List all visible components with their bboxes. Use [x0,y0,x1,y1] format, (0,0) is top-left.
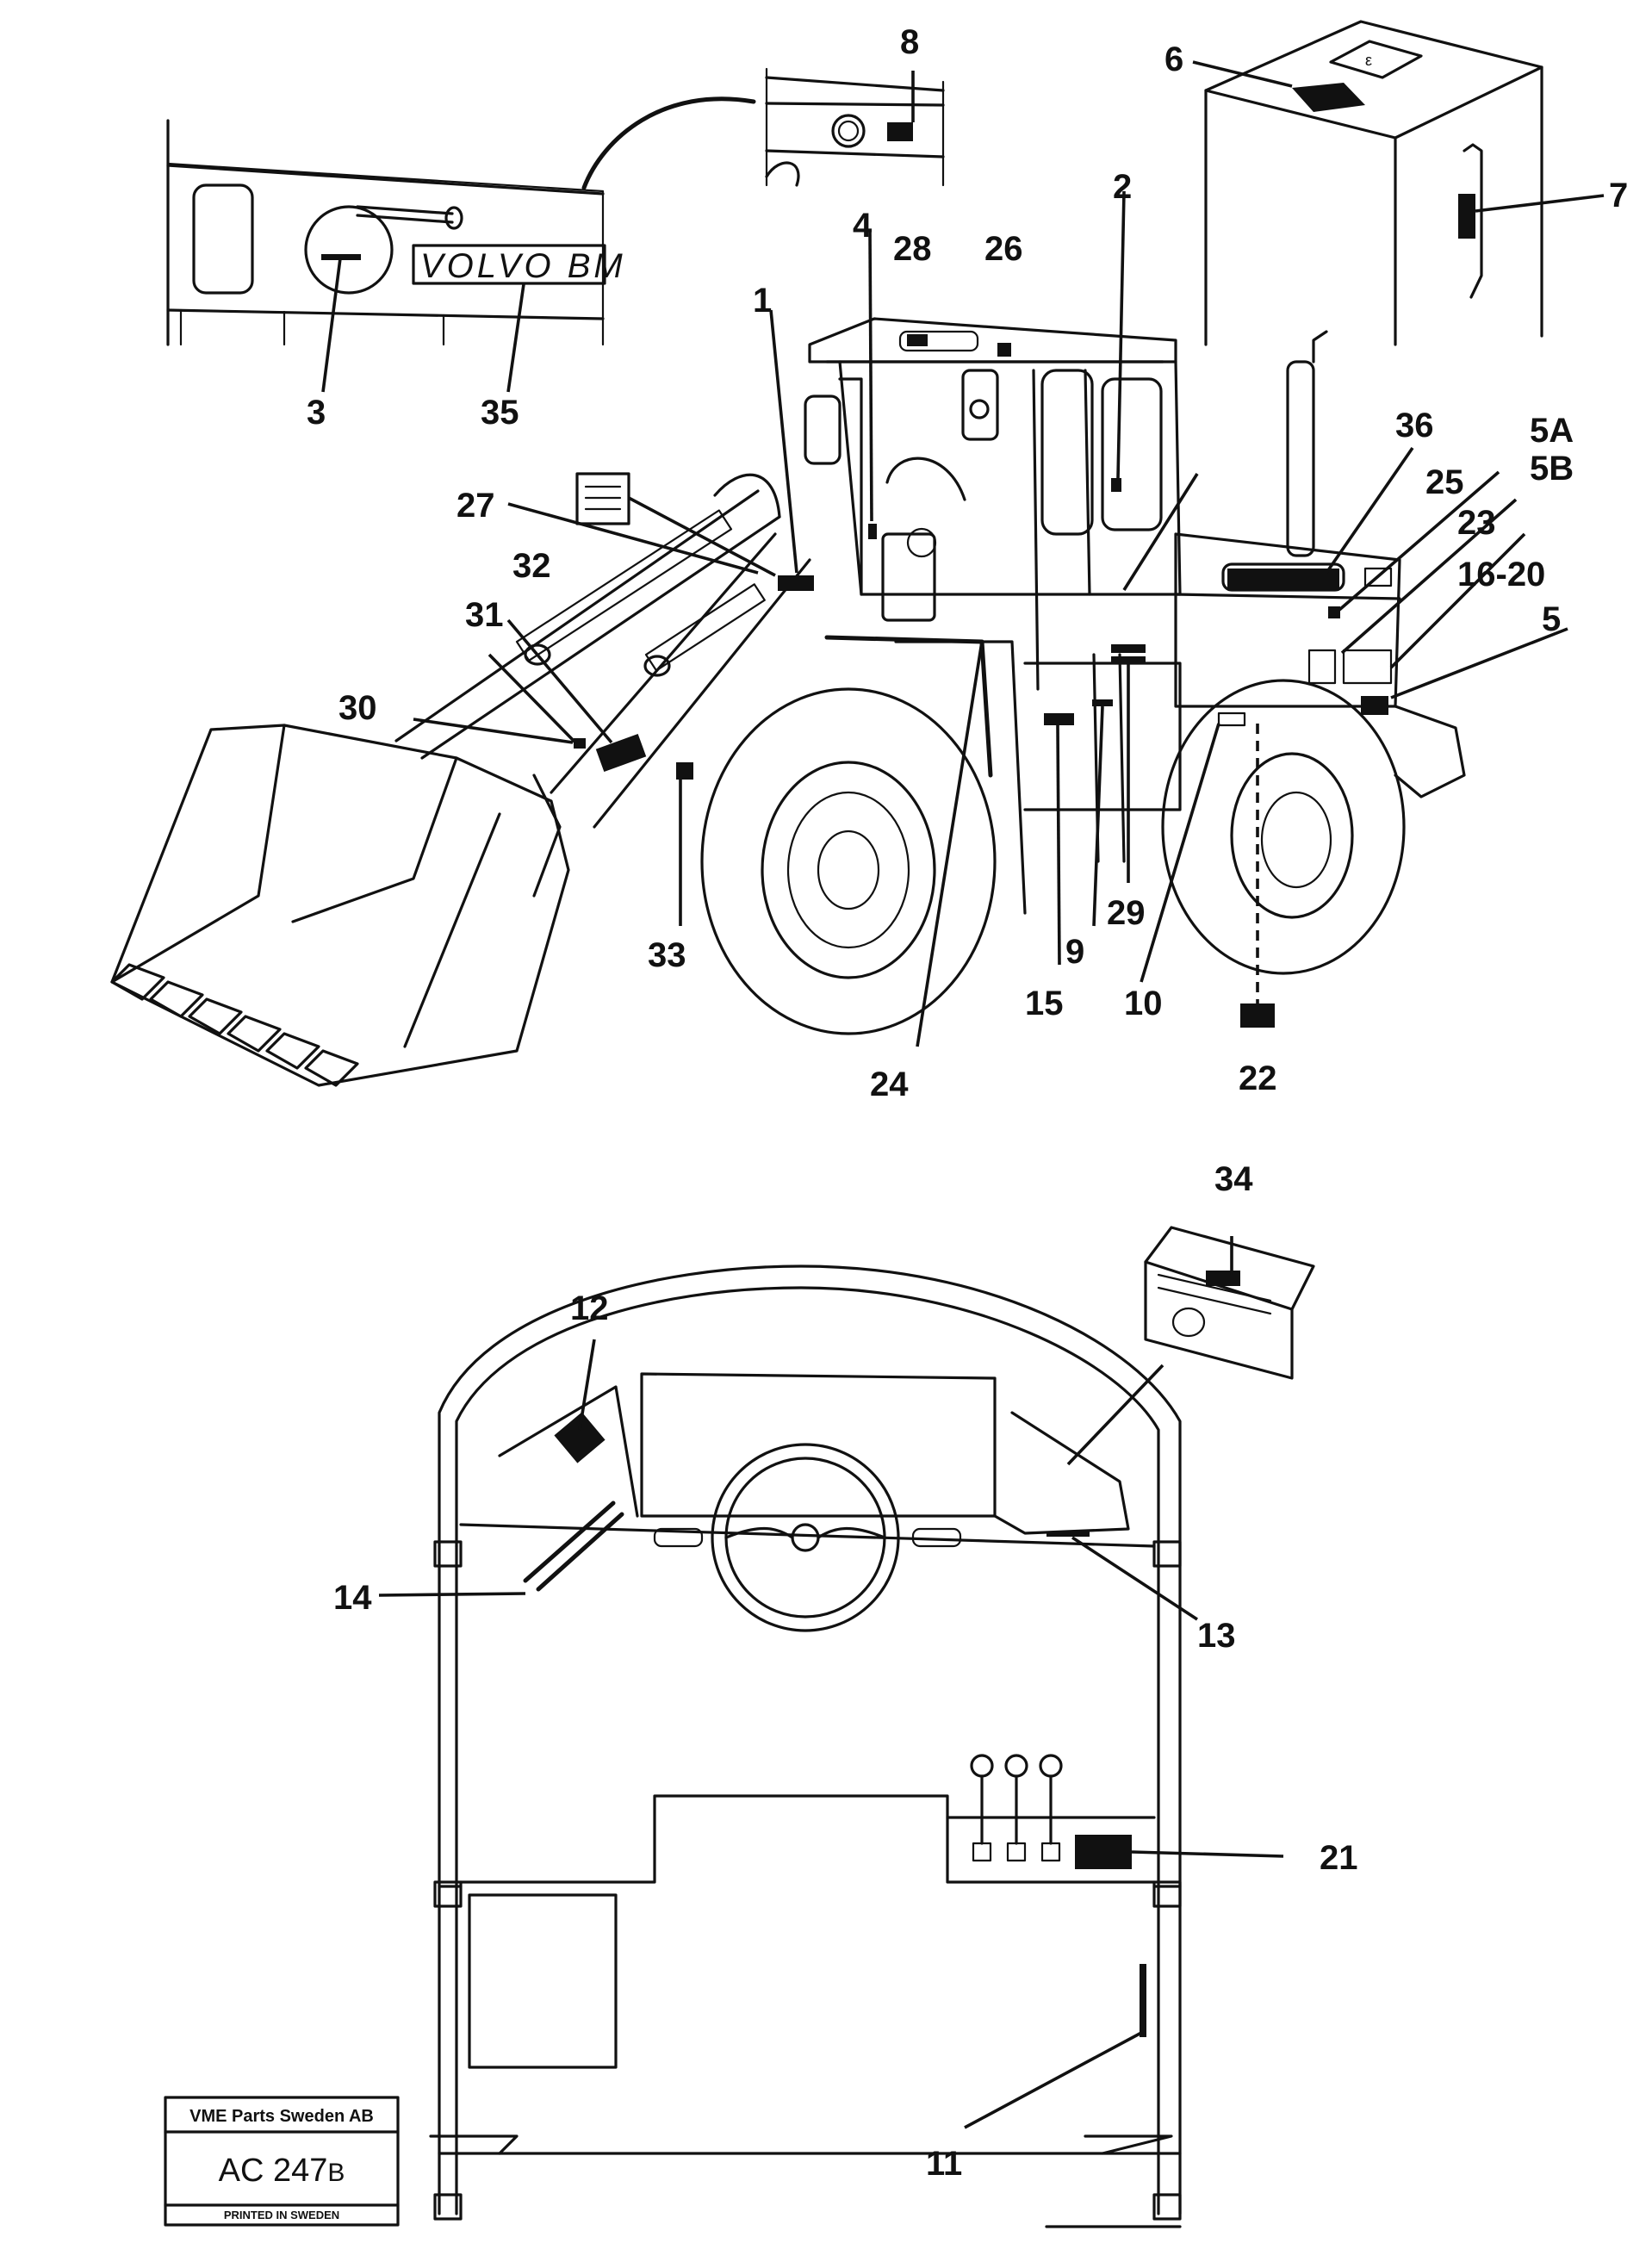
glovebox-detail-34 [1144,1226,1315,1380]
decal-33 [676,762,693,780]
callout-23: 23 [1457,504,1496,542]
wheel-loader-drawing [110,317,1466,1087]
decal-6 [1292,83,1365,112]
volvo-bm-plate-text: VOLVO BM [420,247,626,285]
callout-2: 2 [1113,168,1132,206]
callout-27: 29 [1107,894,1146,932]
decal-15 [1044,713,1074,725]
decal-7 [1458,194,1475,239]
callout-28: 27 [456,487,495,525]
callout-24: 24 [870,1066,909,1103]
bucket-teeth [110,963,359,1087]
decal-9 [887,122,913,141]
leader-lines-bottom [378,1236,1284,2129]
callout-11: 9 [1065,933,1084,971]
svg-text:ε: ε [1365,52,1372,69]
callout-34: 34 [1214,1160,1253,1198]
callout-33: 33 [648,936,686,974]
decal-1 [778,575,814,591]
callout-30: 30 [338,689,377,727]
decal-12 [554,1412,606,1463]
callout-labels: 8 6 7 2 4 28 26 1 3 35 36 5A 5B 25 27 23… [307,23,1628,2183]
callout-32: 32 [512,547,551,585]
decal-5 [1361,696,1388,715]
callout-25: 25 [1425,463,1464,501]
decal-13 [1046,1532,1090,1537]
callout-10: 11 [926,2145,962,2183]
callout-22: 22 [1239,1059,1277,1097]
decal-27b [1111,656,1146,663]
callout-3: 3 [307,394,326,432]
decal-10 [1140,1964,1146,2037]
callout-4: 4 [853,207,873,245]
callout-16-20: 16-20 [1457,556,1545,593]
callout-5: 5 [1542,600,1561,638]
decal-3 [321,254,361,260]
callout-1: 1 [753,282,772,320]
callout-35-top: 35 [481,394,519,432]
hood-side-detail-9 [765,67,945,187]
callout-9: 8 [900,23,919,61]
decal-26 [997,343,1011,357]
decal-27 [1111,644,1146,653]
decal-29 [907,334,928,346]
stamp-footer: PRINTED IN SWEDEN [224,2209,339,2221]
callout-35-right: 36 [1395,407,1434,444]
leader-lines [321,60,1605,1047]
decal-2 [1111,478,1121,492]
callout-7: 7 [1609,177,1628,214]
tank-box-detail: ε [1204,20,1543,346]
decal-32 [595,733,647,773]
callout-8: 10 [1124,985,1163,1022]
decal-34 [1206,1271,1240,1286]
cab-side-panel-detail: VOLVO BM [166,96,756,346]
stamp-code: AC 247 [219,2153,328,2189]
decal-25 [1328,606,1340,618]
decal-21 [1075,1835,1132,1869]
cab-interior-drawing [429,1264,1182,2228]
callout-12: 12 [570,1289,609,1327]
callout-26: 26 [984,230,1023,268]
svg-text:AC 247B: AC 247B [219,2153,345,2189]
callout-21: 21 [1320,1839,1358,1877]
callout-15: 15 [1025,985,1064,1022]
callout-5a: 5A [1530,412,1574,450]
decal-35-hood [1227,569,1339,589]
callout-5b: 5B [1530,450,1574,488]
decal-4 [868,524,877,539]
callout-6: 6 [1164,40,1183,78]
callout-29: 28 [893,230,932,268]
callout-13: 13 [1197,1617,1236,1655]
decal-22 [1240,1003,1275,1028]
callout-14: 14 [333,1579,372,1617]
stamp-company: VME Parts Sweden AB [189,2107,374,2126]
catalog-stamp: VME Parts Sweden AB AC 247B PRINTED IN S… [164,2096,400,2227]
decal-30 [574,738,586,749]
control-levers [970,1754,1063,1862]
stamp-code-suffix: B [327,2159,345,2187]
decal-11 [1092,699,1113,706]
callout-31: 31 [465,596,504,634]
